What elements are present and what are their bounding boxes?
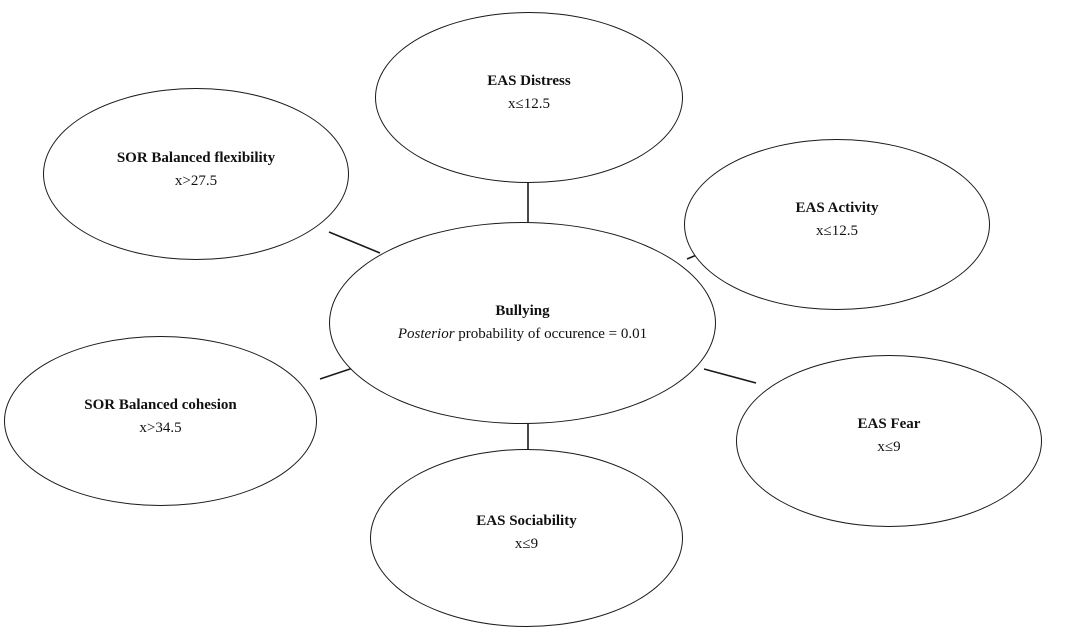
node-title: Bullying [495, 303, 550, 319]
node-eas-sociability: EAS Sociability x≤9 [370, 449, 683, 627]
node-threshold: x≤12.5 [816, 222, 858, 239]
node-eas-activity: EAS Activity x≤12.5 [684, 139, 990, 310]
node-probability: Posterior probability of occurence = 0.0… [398, 323, 647, 346]
node-title: SOR Balanced cohesion [84, 397, 237, 413]
connector-fear [703, 368, 757, 384]
node-sor-balanced-flexibility: SOR Balanced flexibility x>27.5 [43, 88, 349, 260]
node-title: SOR Balanced flexibility [116, 150, 276, 166]
connector-flexibility [328, 231, 381, 254]
connector-cohesion [319, 367, 354, 380]
node-threshold: x>34.5 [139, 420, 182, 436]
node-sor-balanced-cohesion: SOR Balanced cohesion x>34.5 [4, 336, 317, 506]
node-threshold: x≤12.5 [508, 95, 550, 112]
node-threshold: x≤9 [877, 439, 901, 455]
node-title: EAS Distress [487, 72, 571, 89]
node-bullying-center: Bullying Posterior probability of occure… [329, 222, 716, 424]
node-eas-distress: EAS Distress x≤12.5 [375, 12, 683, 183]
node-title: EAS Activity [795, 199, 879, 216]
node-threshold: x>27.5 [174, 173, 218, 189]
node-title: EAS Fear [857, 416, 921, 432]
node-title: EAS Sociability [476, 513, 577, 529]
node-eas-fear: EAS Fear x≤9 [736, 355, 1042, 527]
probability-text: probability of occurence = 0.01 [454, 326, 648, 342]
posterior-label: Posterior [397, 326, 455, 342]
node-threshold: x≤9 [514, 536, 539, 552]
